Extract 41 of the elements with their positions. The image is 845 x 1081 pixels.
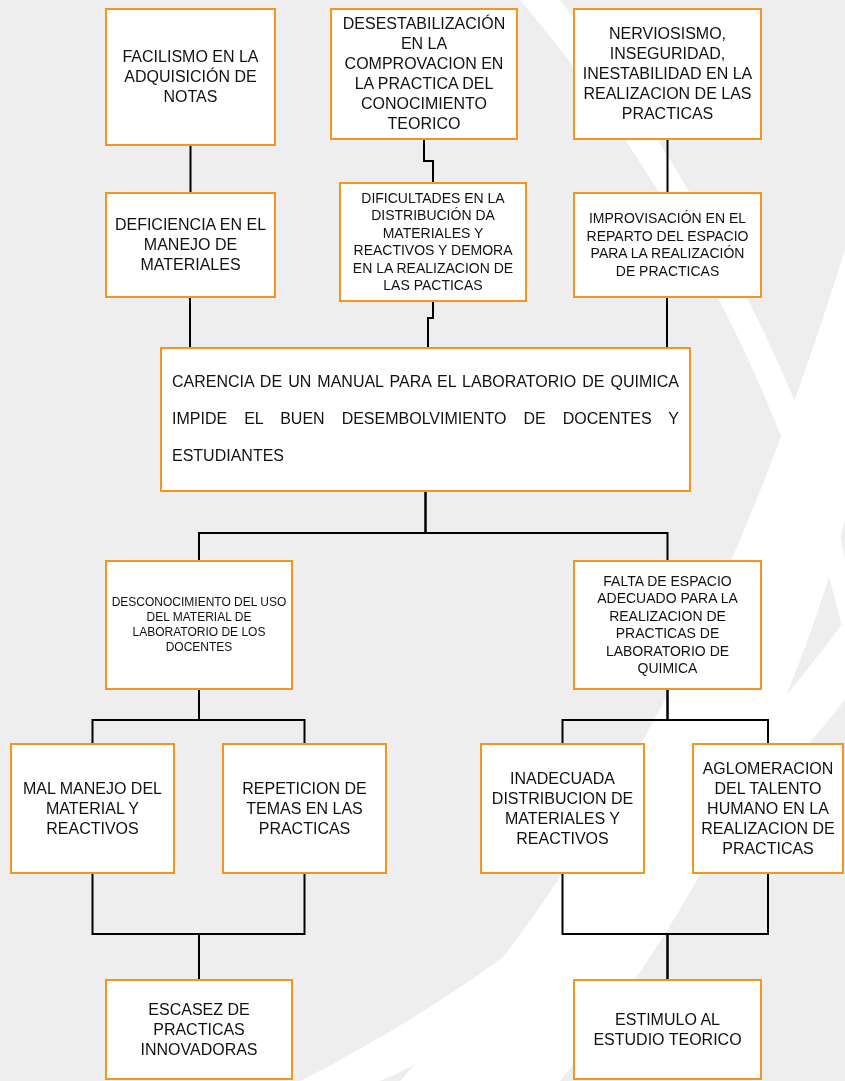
text-box bbox=[105, 192, 276, 298]
connector-line bbox=[427, 301, 434, 348]
box-text: CARENCIA DE UN MANUAL PARA EL LABORATORIO DE QUIMICA IMPIDE EL BUEN DESEMBOLVIMIENTO DE DOCENTES Y ESTUDIANTES bbox=[171, 372, 680, 466]
box-text: DIFICULTADES EN LA DISTRIBUCIÓN DA MATERIALES Y REACTIVOS Y DEMORA EN LA REALIZACION DE LAS PACTICAS bbox=[351, 189, 515, 295]
connector-line bbox=[423, 139, 434, 183]
box-text: MAL MANEJO DEL MATERIAL Y REACTIVOS bbox=[22, 778, 163, 839]
box-text: IMPROVISACIÓN EN EL REPARTO DEL ESPACIO PARA LA REALIZACIÓN DE PRACTICAS bbox=[585, 210, 750, 280]
text-box bbox=[692, 743, 844, 874]
box-text: NERVIOSISMO, INSEGURIDAD, INESTABILIDAD EN LA REALIZACION DE LAS PRACTICAS bbox=[581, 24, 754, 124]
connector-line bbox=[189, 145, 192, 193]
text-box bbox=[105, 8, 276, 146]
connector-line bbox=[666, 689, 769, 744]
text-box bbox=[480, 743, 645, 874]
connector-line bbox=[666, 873, 769, 980]
text-box bbox=[573, 192, 762, 298]
box-text: FALTA DE ESPACIO ADECUADO PARA LA REALIZACION DE PRACTICAS DE LABORATORIO DE QUIMICA bbox=[596, 572, 739, 678]
connector-line bbox=[424, 491, 669, 561]
text-box bbox=[222, 743, 387, 874]
text-box bbox=[573, 8, 762, 140]
box-text: DESCONOCIMIENTO DEL USO DEL MATERIAL DE LABORATORIO DE LOS DOCENTES bbox=[111, 595, 287, 655]
box-text: ESTIMULO AL ESTUDIO TEORICO bbox=[592, 1009, 743, 1050]
text-box bbox=[339, 182, 527, 302]
connector-line bbox=[189, 297, 191, 348]
connector-line bbox=[198, 689, 306, 744]
connector-line bbox=[666, 297, 668, 348]
text-box bbox=[160, 347, 691, 492]
box-text: INADECUADA DISTRIBUCION DE MATERIALES Y REACTIVOS bbox=[490, 768, 635, 849]
connector-line bbox=[198, 873, 306, 980]
text-box bbox=[105, 560, 293, 690]
text-box bbox=[10, 743, 175, 874]
box-text: ESCASEZ DE PRACTICAS INNOVADORAS bbox=[139, 999, 259, 1060]
text-box bbox=[573, 560, 762, 690]
box-text: FACILISMO EN LA ADQUISICIÓN DE NOTAS bbox=[121, 47, 260, 107]
box-text: DEFICIENCIA EN EL MANEJO DE MATERIALES bbox=[113, 215, 268, 275]
text-box bbox=[330, 8, 518, 140]
box-text: REPETICION DE TEMAS EN LAS PRACTICAS bbox=[241, 778, 368, 839]
text-box bbox=[573, 979, 762, 1080]
connector-line bbox=[666, 139, 669, 193]
box-text: DESESTABILIZACIÓN EN LA COMPROVACION EN LA PRACTICA DEL CONOCIMIENTO TEORICO bbox=[341, 14, 507, 134]
text-box bbox=[105, 979, 293, 1080]
box-text: AGLOMERACION DEL TALENTO HUMANO EN LA REALIZACION DE PRACTICAS bbox=[700, 758, 836, 859]
